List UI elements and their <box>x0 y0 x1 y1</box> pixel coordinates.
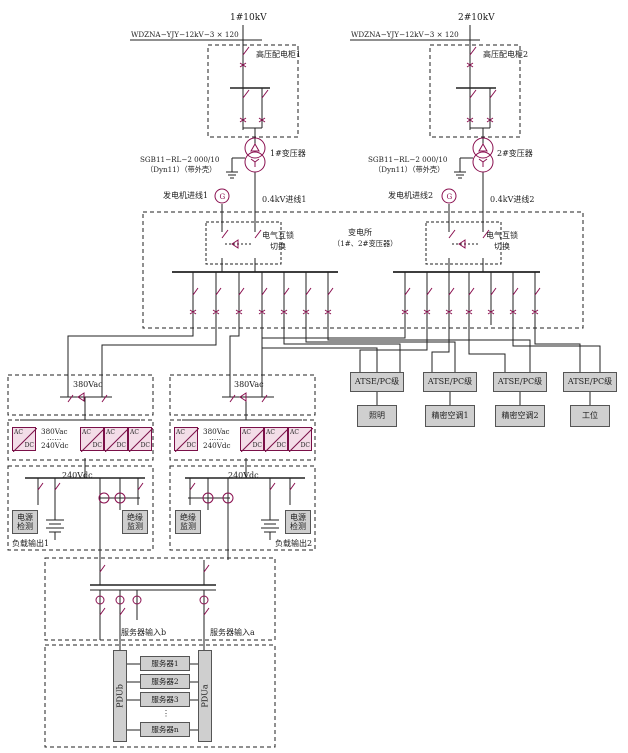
interlock-2-frame <box>425 221 502 265</box>
generator-1-symbol: G <box>219 191 226 201</box>
lv-in-1-label: 0.4kV进线1 <box>262 195 307 204</box>
transformer-2-label: 2#变压器 <box>497 149 533 158</box>
atse-box-2: ATSE/PC级 <box>423 372 477 392</box>
conv-2-dots: …… <box>209 433 224 442</box>
power-monitor-1: 电源检测 <box>12 510 38 534</box>
interlock-1-line1: 电气互锁 <box>262 231 294 240</box>
load-output-1-label: 负载输出1 <box>12 539 50 548</box>
interlock-2-line1: 电气互锁 <box>486 231 518 240</box>
conv-1-out: 240Vdc <box>41 441 69 450</box>
transformer-1-label: 1#变压器 <box>270 149 306 158</box>
interlock-1-line2: 切换 <box>270 242 286 251</box>
line-2-label: 2#10kV <box>458 13 495 23</box>
ac-bus-2-label: 380Vac <box>234 380 264 389</box>
load-precision-ac-1: 精密空调1 <box>425 405 475 427</box>
hv-cabinet-2-frame <box>429 44 521 138</box>
substation-title: 变电所 <box>348 228 372 237</box>
transformer-2-spec: （Dyn11）（带外壳） <box>374 165 445 174</box>
server-2: 服务器2 <box>140 674 190 689</box>
breaker-group-lv <box>189 229 541 315</box>
pdu-a: PDUa <box>198 650 212 742</box>
generator-2 <box>441 188 457 204</box>
server-1: 服务器1 <box>140 656 190 671</box>
ac-bus-1-label: 380Vac <box>73 380 103 389</box>
conv-2-out: 240Vdc <box>203 441 231 450</box>
transformer-1-bottom <box>244 151 266 173</box>
breaker-group-hv <box>239 46 497 123</box>
conv-1-in: 380Vac <box>41 427 68 436</box>
interlock-2-line2: 切换 <box>494 242 510 251</box>
line-1-label: 1#10kV <box>230 13 267 23</box>
generator-2-label: 发电机进线2 <box>388 191 434 200</box>
server-n: 服务器n <box>140 722 190 737</box>
lv-in-2-label: 0.4kV进线2 <box>490 195 535 204</box>
conv-2-in: 380Vac <box>203 427 230 436</box>
transformer-1-model: SGB11−RL−2 000/10 <box>140 155 220 164</box>
atse-box-4: ATSE/PC级 <box>563 372 617 392</box>
hv-cabinet-2-label: 高压配电柜2 <box>483 50 529 59</box>
server-input-b-label: 服务器输入b <box>121 628 167 637</box>
cable-1-label: WDZNA−YJY−12kV−3 × 120 <box>131 30 239 39</box>
dc-bus-2-label: 240Vdc <box>228 471 259 480</box>
transformer-1-spec: （Dyn11）（带外壳） <box>146 165 217 174</box>
generator-1 <box>214 188 230 204</box>
substation-subtitle: （1#、2#变压器） <box>333 239 398 248</box>
hv-cabinet-1-frame <box>207 44 299 138</box>
server-3: 服务器3 <box>140 692 190 707</box>
breaker-group-dc <box>37 394 296 616</box>
transformer-2-model: SGB11−RL−2 000/10 <box>368 155 448 164</box>
conv-1-dots: …… <box>47 433 62 442</box>
server-input-a-label: 服务器输入a <box>210 628 255 637</box>
cable-2-label: WDZNA−YJY−12kV−3 × 120 <box>351 30 459 39</box>
atse-box-3: ATSE/PC级 <box>493 372 547 392</box>
transformer-2-top <box>472 137 494 159</box>
load-precision-ac-2: 精密空调2 <box>495 405 545 427</box>
generator-2-symbol: G <box>446 191 453 201</box>
pdu-b: PDUb <box>113 650 127 742</box>
server-ellipsis: ⋮ <box>162 709 170 718</box>
atse-box-1: ATSE/PC级 <box>350 372 404 392</box>
load-lighting: 照明 <box>357 405 397 427</box>
dc-bus-1-label: 240Vdc <box>62 471 93 480</box>
hv-cabinet-1-label: 高压配电柜1 <box>256 50 302 59</box>
load-workstation: 工位 <box>570 405 610 427</box>
substation-frame <box>142 211 584 329</box>
transformer-1-top <box>244 137 266 159</box>
transformer-2-bottom <box>472 151 494 173</box>
insulation-monitor-2: 绝缘监测 <box>175 510 201 534</box>
power-monitor-2: 电源检测 <box>285 510 311 534</box>
generator-1-label: 发电机进线1 <box>163 191 209 200</box>
load-output-2-label: 负载输出2 <box>275 539 313 548</box>
interlock-1-frame <box>205 221 282 265</box>
insulation-monitor-1: 绝缘监测 <box>122 510 148 534</box>
